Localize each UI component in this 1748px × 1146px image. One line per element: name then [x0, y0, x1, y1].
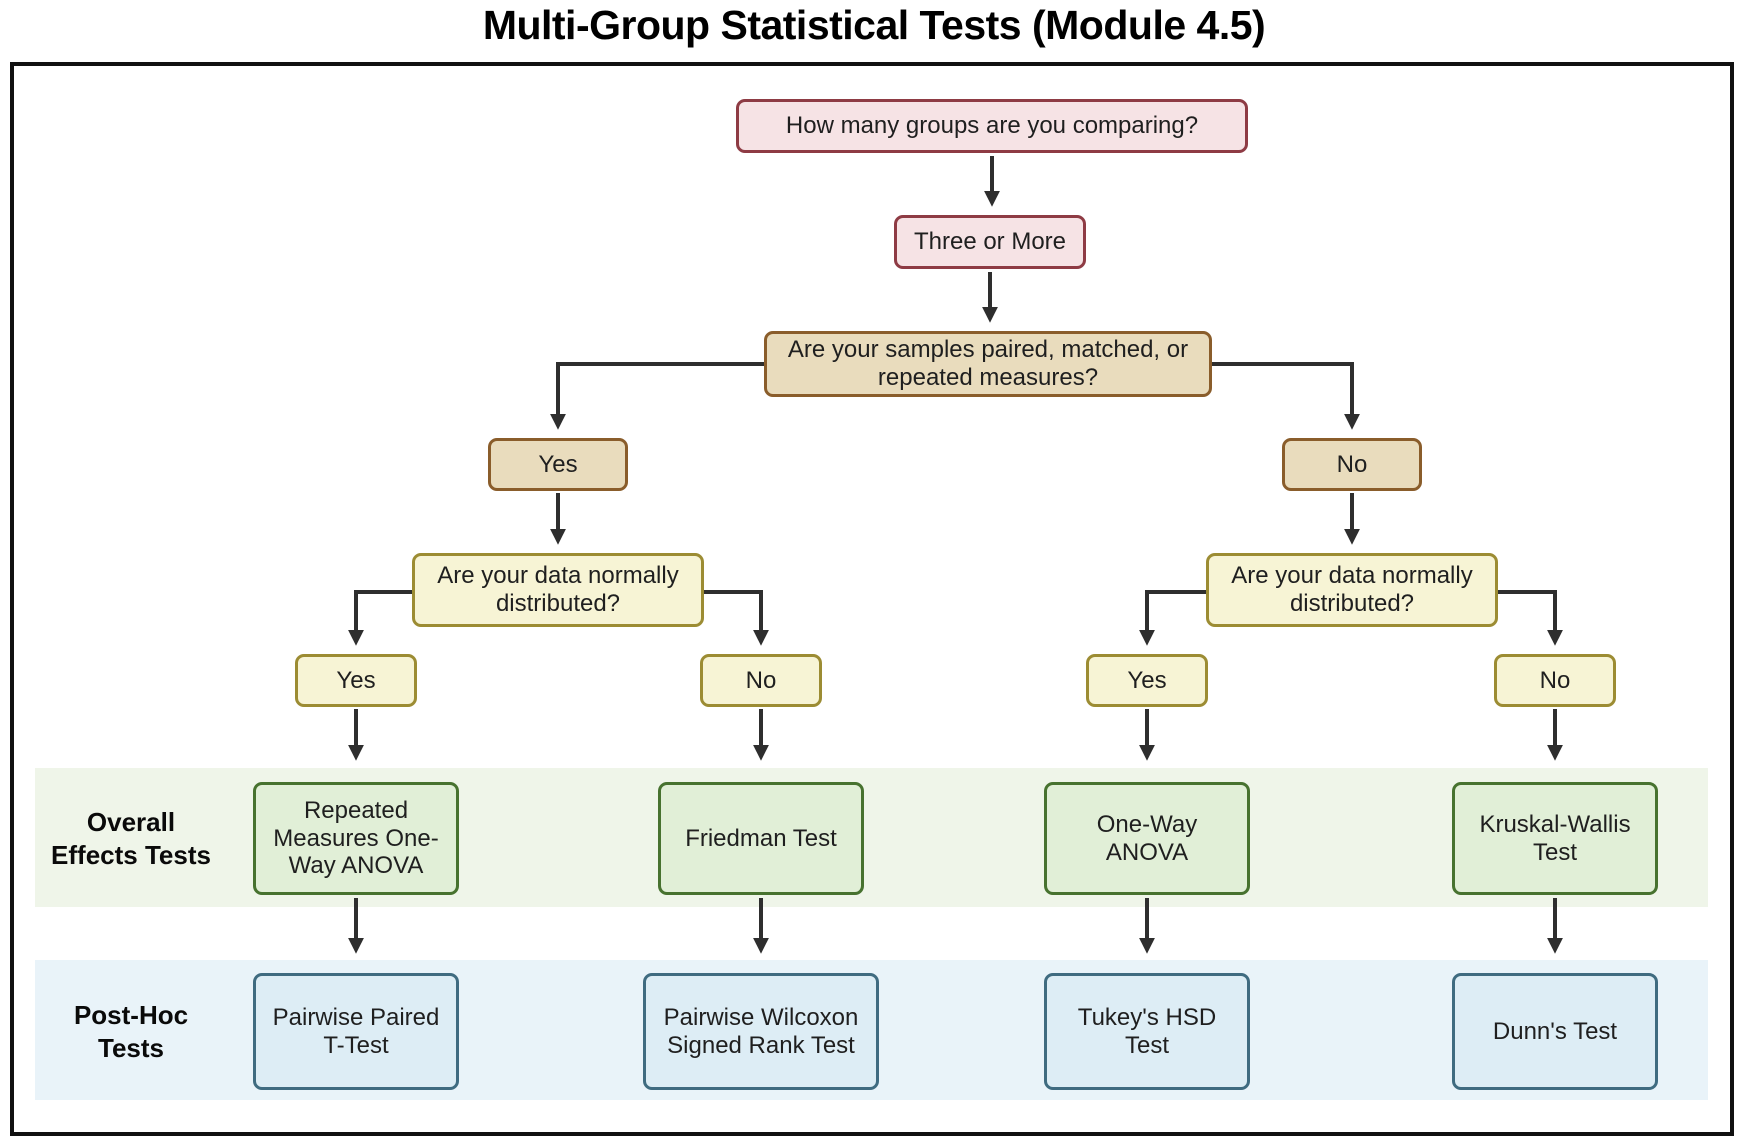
node-samples-paired-question: Are your samples paired, matched, or rep…	[764, 331, 1212, 397]
node-tukeys-hsd-test: Tukey's HSD Test	[1044, 973, 1250, 1090]
node-three-or-more: Three or More	[894, 215, 1086, 269]
node-normal-no-left: No	[700, 654, 822, 707]
node-normal-yes-left: Yes	[295, 654, 417, 707]
overall-effects-row-label: Overall Effects Tests	[51, 807, 211, 870]
post-hoc-row-label: Post-Hoc Tests	[73, 1000, 189, 1063]
node-how-many-groups: How many groups are you comparing?	[736, 99, 1248, 153]
node-normal-yes-right: Yes	[1086, 654, 1208, 707]
node-kruskal-wallis-test: Kruskal-Wallis Test	[1452, 782, 1658, 895]
node-dunns-test: Dunn's Test	[1452, 973, 1658, 1090]
page-title: Multi-Group Statistical Tests (Module 4.…	[482, 2, 1266, 48]
node-paired-yes: Yes	[488, 438, 628, 491]
node-friedman-test: Friedman Test	[658, 782, 864, 895]
node-one-way-anova: One-Way ANOVA	[1044, 782, 1250, 895]
node-paired-no: No	[1282, 438, 1422, 491]
node-pairwise-paired-t-test: Pairwise Paired T-Test	[253, 973, 459, 1090]
node-repeated-measures-anova: Repeated Measures One-Way ANOVA	[253, 782, 459, 895]
node-normally-distributed-right: Are your data normally distributed?	[1206, 553, 1498, 627]
node-normally-distributed-left: Are your data normally distributed?	[412, 553, 704, 627]
node-pairwise-wilcoxon-test: Pairwise Wilcoxon Signed Rank Test	[643, 973, 879, 1090]
node-normal-no-right: No	[1494, 654, 1616, 707]
diagram-border	[10, 62, 1734, 1136]
